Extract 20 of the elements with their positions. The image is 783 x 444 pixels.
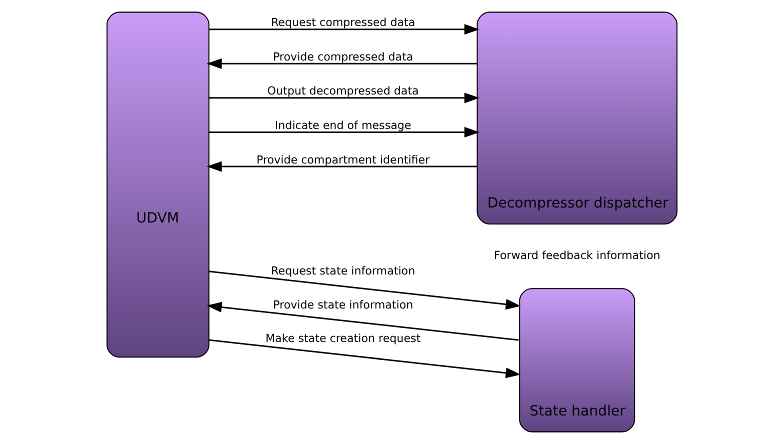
edge-label: Indicate end of message: [274, 118, 411, 132]
edge-label: Provide compartment identifier: [256, 153, 430, 166]
arrow: [208, 24, 480, 35]
node-box: UDVM: [106, 12, 209, 358]
edge-label: Request state information: [270, 264, 415, 278]
arrow: [208, 92, 480, 104]
edge-label: Request compressed data: [270, 16, 415, 30]
arrow: [206, 161, 477, 172]
edge-label: Make state creation request: [265, 332, 420, 345]
node-box: Decompressor dispatcher: [476, 12, 677, 225]
arrow: [208, 270, 520, 310]
arrow: [206, 58, 477, 69]
label: Forward feedback information: [493, 249, 660, 262]
node-box: State handler: [518, 288, 635, 432]
edge-label: Provide state information: [272, 298, 413, 312]
edge-label: Output decompressed data: [266, 84, 418, 98]
arrow: [206, 302, 518, 341]
edge-label: Provide compressed data: [272, 50, 413, 64]
arrow: [208, 339, 520, 378]
arrow: [208, 126, 480, 138]
